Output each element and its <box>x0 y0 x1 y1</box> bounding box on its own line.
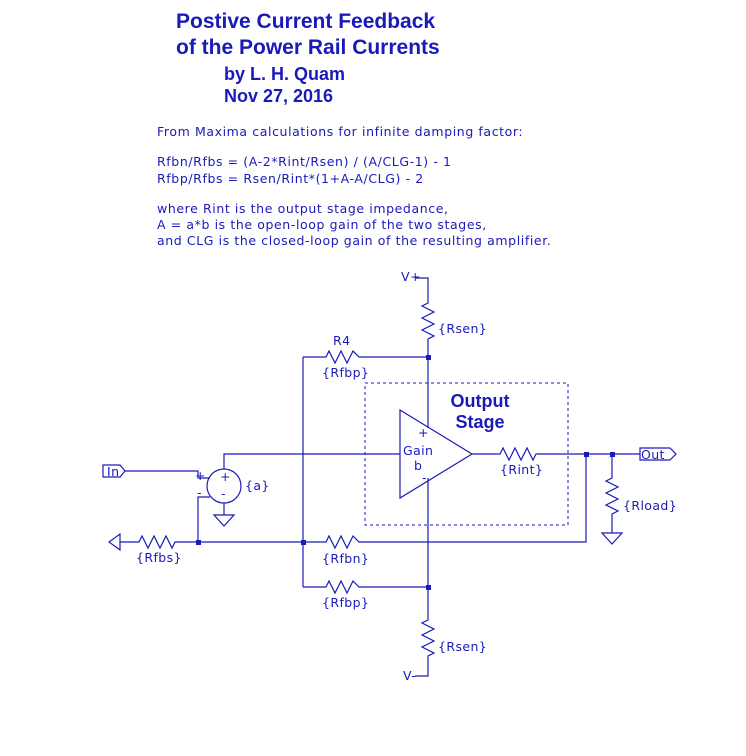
source-labels: + - + - {a} <box>195 468 270 501</box>
rfbs-label: {Rfbs} <box>136 550 182 565</box>
wires <box>120 277 640 677</box>
junction-dot <box>426 355 431 360</box>
in-port-label: In <box>107 464 119 479</box>
ground-icon <box>600 532 624 545</box>
rload-label: {Rload} <box>623 498 677 513</box>
source-output-wire <box>223 453 400 469</box>
r4-rfbp-resistor <box>303 349 428 365</box>
source-value: {a} <box>245 478 270 493</box>
out-port-label: Out <box>641 447 665 462</box>
junction-dot <box>584 452 589 457</box>
vminus-label: V- <box>403 668 416 683</box>
ground-icon <box>107 532 121 552</box>
output-stage-label-2: Stage <box>455 412 504 432</box>
rsen-bottom-label: {Rsen} <box>438 639 487 654</box>
author: by L. H. Quam <box>224 64 345 84</box>
rfbp-bottom-label: {Rfbp} <box>322 595 369 610</box>
where-line-3: and CLG is the closed-loop gain of the r… <box>157 233 551 248</box>
notes: From Maxima calculations for infinite da… <box>157 124 551 248</box>
junctions <box>196 355 615 590</box>
opamp-labels: + Gain b - <box>403 425 433 485</box>
source-minus-sign: - <box>221 486 226 501</box>
rsen-bottom-resistor <box>415 615 436 677</box>
equation-rfbn: Rfbn/Rfbs = (A-2*Rint/Rsen) / (A/CLG-1) … <box>157 154 452 169</box>
notes-intro: From Maxima calculations for infinite da… <box>157 124 523 139</box>
r4-label: R4 <box>333 333 350 348</box>
rfbp-top-label: {Rfbp} <box>322 365 369 380</box>
rfbs-resistor <box>120 534 198 550</box>
rsen-top-resistor <box>420 298 436 342</box>
header: Postive Current Feedback of the Power Ra… <box>176 10 440 106</box>
dependent-source <box>206 468 242 504</box>
date: Nov 27, 2016 <box>224 86 333 106</box>
opamp-plus-sign: + <box>418 425 429 440</box>
rfbn-label: {Rfbn} <box>322 551 369 566</box>
source-minus-wire <box>197 496 210 542</box>
out-port <box>639 447 677 461</box>
gain-label: Gain <box>403 443 433 458</box>
rload-resistor <box>604 454 620 533</box>
source-circle <box>206 468 242 504</box>
vplus-wire <box>415 277 429 298</box>
gain-value: b <box>414 458 422 473</box>
output-stage-box <box>364 382 569 526</box>
port-labels: In Out <box>107 447 665 479</box>
component-labels: V+ V- {Rsen} {Rsen} R4 {Rfbp} {Rfbp} {Rf… <box>136 269 677 683</box>
source-input-minus: - <box>197 485 202 500</box>
junction-dot <box>301 540 306 545</box>
source-input-plus: + <box>195 468 206 483</box>
output-stage-labels: Output Stage <box>451 391 510 432</box>
opamp-triangle <box>399 408 474 500</box>
rsen-top-label: {Rsen} <box>438 321 487 336</box>
ports <box>102 447 677 478</box>
vplus-label: V+ <box>401 269 421 284</box>
rfbp-bottom-resistor <box>303 579 428 595</box>
input-wire <box>125 470 210 479</box>
equation-rfbp: Rfbp/Rfbs = Rsen/Rint*(1+A-A/CLG) - 2 <box>157 171 424 186</box>
junction-dot <box>610 452 615 457</box>
rint-resistor <box>472 446 640 462</box>
rint-label: {Rint} <box>500 462 543 477</box>
ground-icon <box>212 514 236 527</box>
opamp <box>399 408 474 500</box>
opamp-minus-sign: - <box>422 470 427 485</box>
where-line-1: where Rint is the output stage impedance… <box>157 201 449 216</box>
where-line-2: A = a*b is the open-loop gain of the two… <box>157 217 487 232</box>
junction-dot <box>196 540 201 545</box>
junction-dot <box>426 585 431 590</box>
title-line-2: of the Power Rail Currents <box>176 36 440 59</box>
output-stage-label-1: Output <box>451 391 510 411</box>
source-plus-sign: + <box>220 469 231 484</box>
grounds <box>107 514 624 552</box>
title-line-1: Postive Current Feedback <box>176 10 435 33</box>
rfbn-resistor <box>198 454 587 550</box>
in-port <box>102 464 126 478</box>
